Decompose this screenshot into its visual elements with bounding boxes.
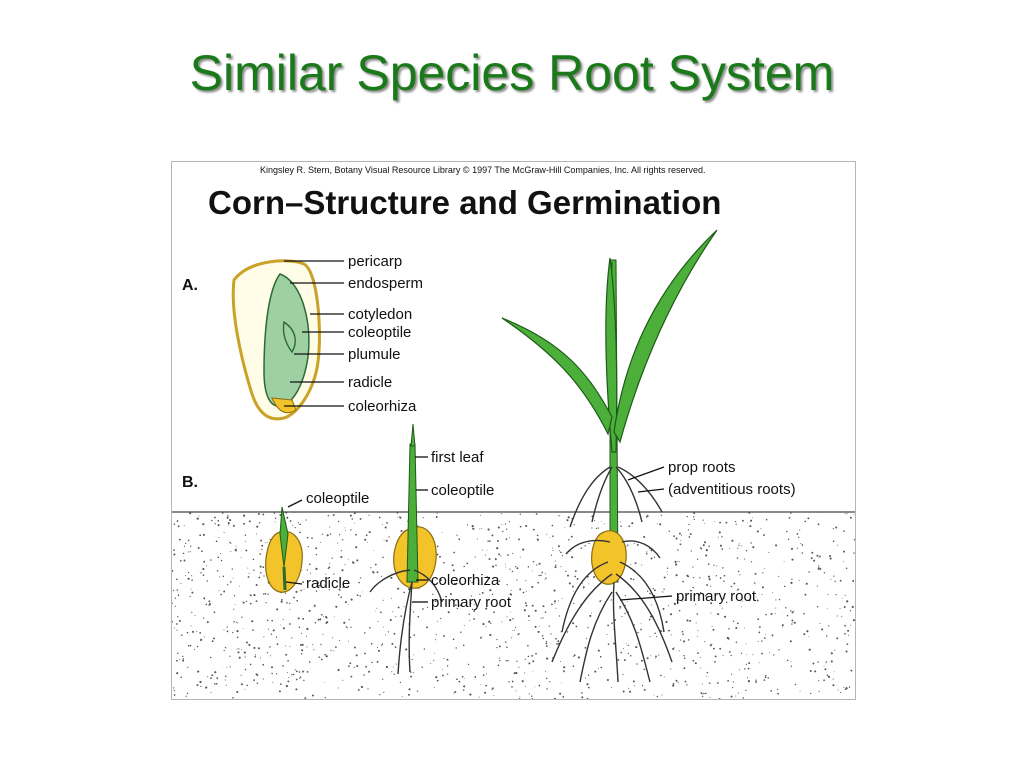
label-cotyledon: cotyledon bbox=[348, 306, 412, 323]
label-coleoptile-b2: coleoptile bbox=[431, 482, 494, 499]
label-endosperm: endosperm bbox=[348, 275, 423, 292]
label-prop-roots: prop roots bbox=[668, 459, 736, 476]
label-first-leaf: first leaf bbox=[431, 449, 484, 466]
seedling-stage-2 bbox=[369, 423, 443, 675]
label-primary-root-b2: primary root bbox=[431, 594, 512, 611]
kernel-cross-section bbox=[231, 259, 344, 421]
label-radicle-b: radicle bbox=[306, 575, 350, 592]
section-b-label: B. bbox=[182, 474, 198, 491]
label-adventitious-roots: (adventitious roots) bbox=[668, 481, 796, 498]
seedling-stage-3 bbox=[501, 229, 718, 683]
label-radicle-a: radicle bbox=[348, 374, 392, 391]
label-coleorhiza-a: coleorhiza bbox=[348, 398, 417, 415]
label-coleorhiza-b: coleorhiza bbox=[431, 572, 500, 589]
label-pericarp: pericarp bbox=[348, 253, 402, 270]
corn-germination-figure: Kingsley R. Stern, Botany Visual Resourc… bbox=[171, 161, 856, 700]
figure-copyright: Kingsley R. Stern, Botany Visual Resourc… bbox=[260, 165, 706, 175]
label-coleoptile-a: coleoptile bbox=[348, 324, 411, 341]
figure-title: Corn–Structure and Germination bbox=[208, 184, 721, 221]
slide-title: Similar Species Root System bbox=[189, 45, 835, 101]
label-coleoptile-b1: coleoptile bbox=[306, 490, 369, 507]
seedling-stage-1 bbox=[265, 499, 303, 593]
label-plumule: plumule bbox=[348, 346, 401, 363]
label-primary-root-b3: primary root bbox=[676, 588, 757, 605]
section-a-label: A. bbox=[182, 277, 198, 294]
